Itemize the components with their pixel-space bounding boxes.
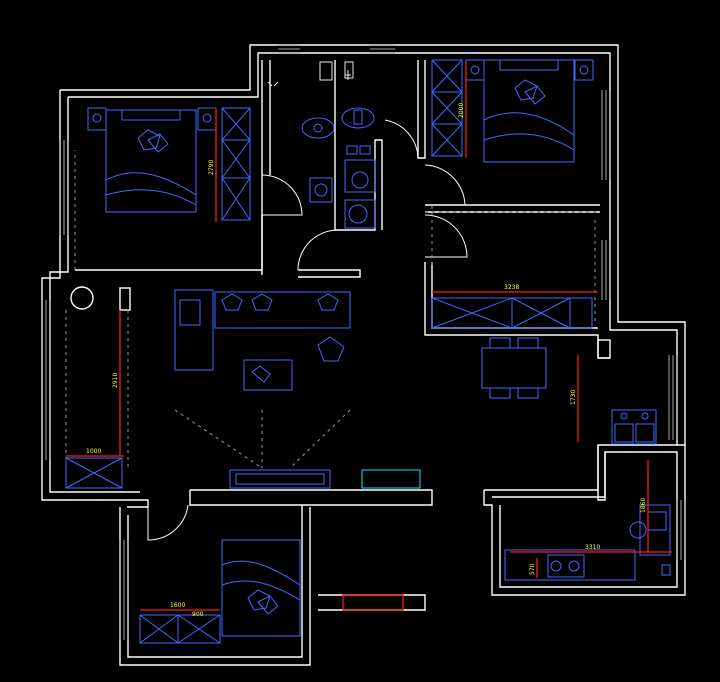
dim-2790: 2790: [208, 160, 215, 175]
dim-2910: 2910: [112, 373, 119, 388]
bathroom-fixtures: [267, 61, 376, 229]
doors: [147, 119, 468, 541]
dim-1860: 1860: [640, 498, 647, 513]
dim-1730: 1730: [570, 390, 577, 405]
dimension-lines: [66, 62, 672, 611]
dim-3238: 3238: [504, 284, 519, 291]
bottom-bedroom-furniture: [139, 539, 301, 644]
dim-1000: 1000: [86, 448, 101, 455]
dim-2000: 2000: [458, 103, 465, 118]
room-outlines: [65, 150, 598, 470]
interior-walls: [70, 60, 611, 501]
dim-900: 900: [192, 611, 204, 618]
bedroom-right-furniture: [431, 59, 594, 163]
dim-1600: 1600: [170, 602, 185, 609]
dim-3310: 3310: [585, 544, 600, 551]
living-room-furniture: [65, 289, 421, 489]
bedroom-left-furniture: [87, 107, 251, 221]
dim-570: 570: [529, 563, 536, 575]
dining-furniture: [431, 297, 657, 445]
kitchen-furniture: [504, 504, 671, 581]
window-mark: [342, 594, 404, 611]
windows: [41, 44, 686, 640]
dimension-labels: 2790 2000 3238 2910 1000 1730 1860 3310 …: [86, 103, 647, 618]
